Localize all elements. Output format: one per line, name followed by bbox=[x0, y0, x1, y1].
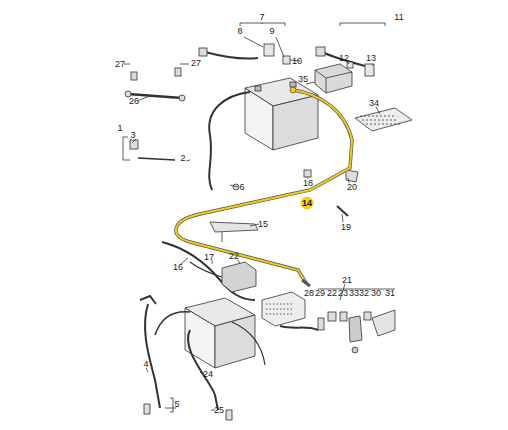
callout-number: 22 bbox=[326, 288, 338, 298]
callout-number: 13 bbox=[365, 53, 377, 63]
callout-number: 5 bbox=[173, 399, 180, 409]
callout-number: 2 bbox=[179, 153, 186, 163]
callout-number: 10 bbox=[291, 56, 303, 66]
callout-number: 31 bbox=[384, 288, 396, 298]
callout-number: 6 bbox=[238, 182, 245, 192]
callout-number: 15 bbox=[257, 219, 269, 229]
callout-number: 4 bbox=[142, 359, 149, 369]
callout-number: 33 bbox=[348, 288, 360, 298]
callout-number: 34 bbox=[368, 98, 380, 108]
callout-number: 8 bbox=[236, 26, 243, 36]
callout-number: 21 bbox=[341, 275, 353, 285]
callout-number: 22 bbox=[228, 251, 240, 261]
callout-number: 26 bbox=[128, 96, 140, 106]
callout-number: 32 bbox=[358, 288, 370, 298]
callout-number: 16 bbox=[172, 262, 184, 272]
callout-number: 3 bbox=[129, 130, 136, 140]
callout-number: 14 bbox=[301, 197, 314, 210]
callout-number: 29 bbox=[314, 288, 326, 298]
callout-number: 17 bbox=[203, 252, 215, 262]
callout-number: 18 bbox=[302, 178, 314, 188]
callout-number: 35 bbox=[297, 74, 309, 84]
callout-number: 28 bbox=[303, 288, 315, 298]
callout-number: 23 bbox=[337, 288, 349, 298]
callout-number: 30 bbox=[370, 288, 382, 298]
callout-number: 12 bbox=[338, 53, 350, 63]
callout-number: 27 bbox=[190, 58, 202, 68]
callout-number: 19 bbox=[340, 222, 352, 232]
callout-number: 24 bbox=[202, 369, 214, 379]
callout-number: 25 bbox=[213, 405, 225, 415]
callout-number: 27 bbox=[114, 59, 126, 69]
callout-number: 11 bbox=[393, 12, 404, 22]
callout-number: 9 bbox=[268, 26, 275, 36]
callout-number: 1 bbox=[116, 123, 123, 133]
callout-number: 20 bbox=[346, 182, 358, 192]
callout-number: 7 bbox=[258, 12, 265, 22]
